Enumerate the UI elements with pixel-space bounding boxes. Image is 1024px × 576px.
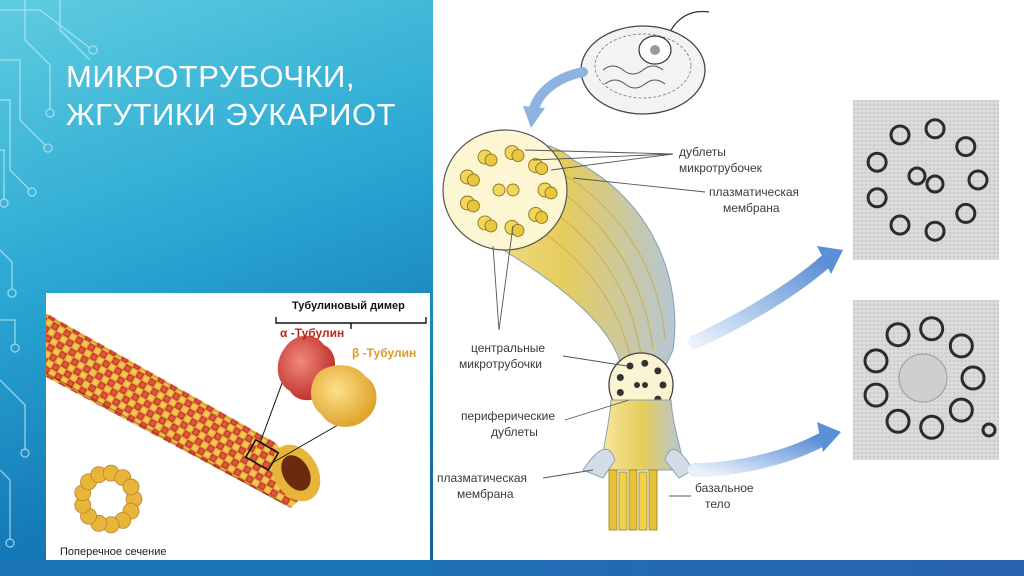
membrane-fold-right <box>664 448 694 479</box>
alpha-tubulin-label: α -Тубулин <box>280 326 344 340</box>
label-basal-1: базальное <box>695 481 754 495</box>
arrow-cell-to-flagellum <box>528 67 588 117</box>
bottom-strip-right <box>433 560 1024 576</box>
slide-title: МИКРОТРУБОЧКИ, ЖГУТИКИ ЭУКАРИОТ <box>66 58 426 134</box>
label-central-1: центральные <box>471 341 545 355</box>
title-line-2: ЖГУТИКИ ЭУКАРИОТ <box>66 97 396 132</box>
label-basal-2: тело <box>705 497 731 511</box>
label-doublets-1: дублеты <box>679 145 726 159</box>
title-line-1: МИКРОТРУБОЧКИ, <box>66 59 355 94</box>
microtubule-body <box>46 313 311 508</box>
beta-tubulin-blob <box>310 365 377 427</box>
circuit-decoration <box>0 0 98 548</box>
membrane-fold-left <box>582 448 616 479</box>
microtubule-illustration: Тубулиновый димер α -Тубулин β -Тубулин … <box>45 300 427 558</box>
arrow-to-em-bottom <box>688 433 828 477</box>
label-membrane-2: мембрана <box>723 201 780 215</box>
microtubule-figure: Тубулиновый димер α -Тубулин β -Тубулин … <box>45 293 430 561</box>
label-peripheral-1: периферические <box>461 409 555 423</box>
cross-section-label: Поперечное сечение <box>60 546 167 558</box>
flagellum-figure: дублеты микротрубочек плазматическая мем… <box>433 0 1024 576</box>
label-peripheral-2: дублеты <box>491 425 538 439</box>
top-doublets <box>459 145 558 237</box>
label-membrane2-2: мембрана <box>457 487 514 501</box>
dimer-highlight-box <box>244 438 280 472</box>
dimer-bracket <box>275 317 427 324</box>
label-central-2: микротрубочки <box>459 357 542 371</box>
arrow-to-em-top <box>688 255 832 349</box>
label-doublets-2: микротрубочек <box>679 161 763 175</box>
label-membrane-1: плазматическая <box>709 185 799 199</box>
cross-section-ring <box>74 464 143 534</box>
basal-body <box>608 469 658 531</box>
dimer-label: Тубулиновый димер <box>292 300 405 312</box>
beta-tubulin-label: β -Тубулин <box>352 346 416 360</box>
label-membrane2-1: плазматическая <box>437 471 527 485</box>
flagellum-illustration: дублеты микротрубочек плазматическая мем… <box>437 10 999 531</box>
leader-lines <box>492 149 706 497</box>
em-image-basal-body <box>853 300 999 460</box>
cell-sketch <box>580 10 710 115</box>
em-image-flagellum <box>853 100 999 260</box>
